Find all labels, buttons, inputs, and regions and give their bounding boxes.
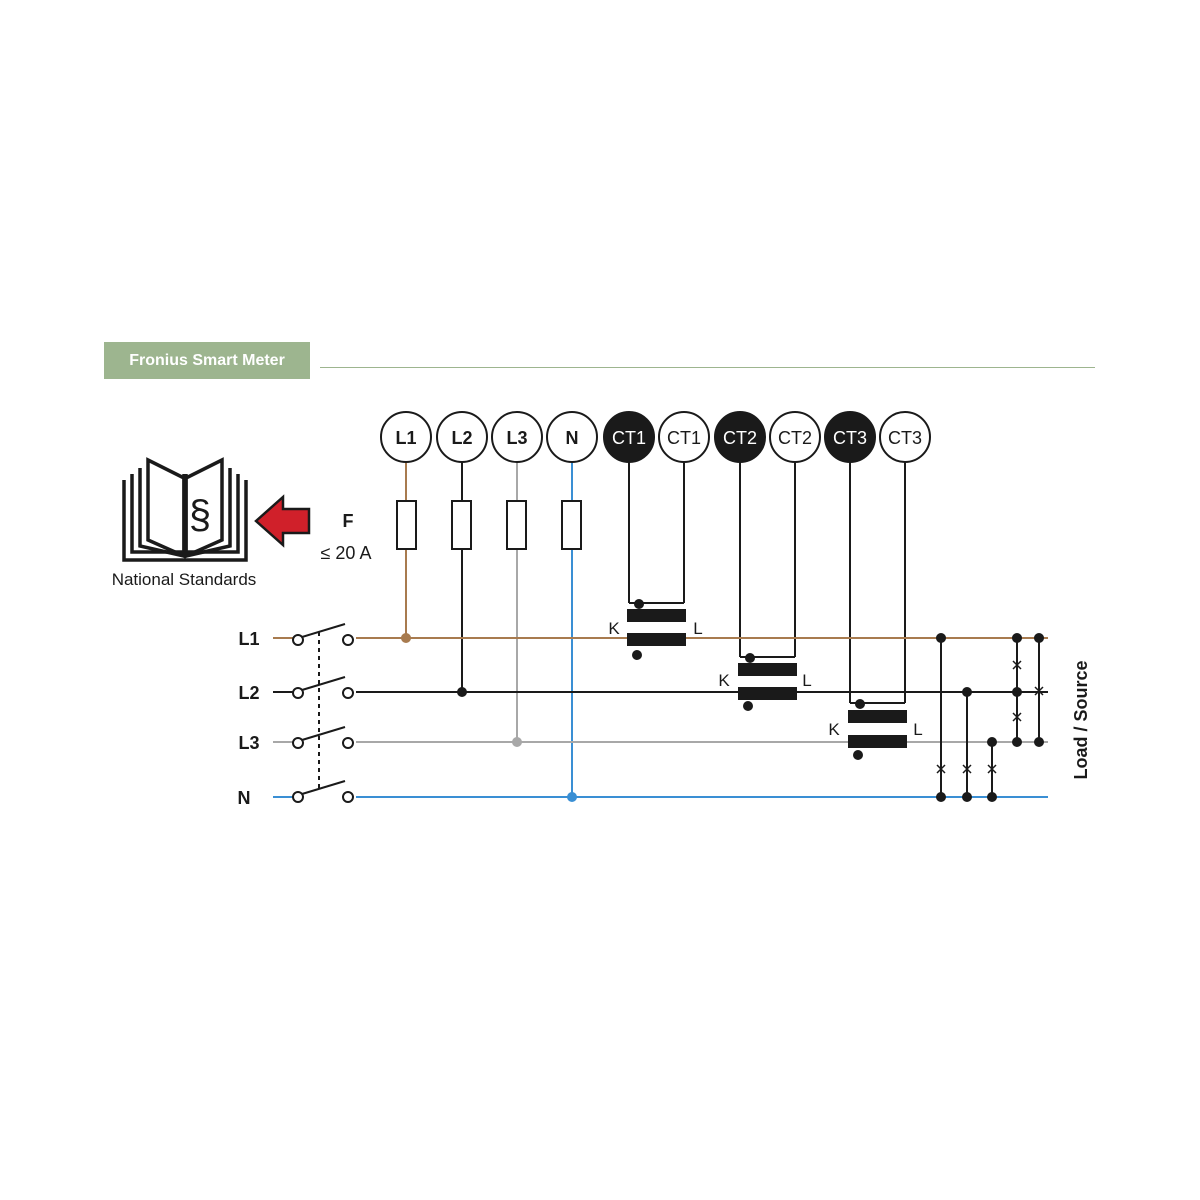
terminal-wires <box>405 462 906 797</box>
junction-l1 <box>401 633 411 643</box>
section-symbol: § <box>189 493 211 537</box>
terminal-ct2-k-label: CT2 <box>723 428 757 448</box>
header-title: Fronius Smart Meter <box>129 351 285 369</box>
ct3-k-label: K <box>828 720 840 739</box>
junction-n <box>567 792 577 802</box>
fuse-l2 <box>451 500 472 550</box>
ct2-l-label: L <box>802 671 811 690</box>
terminal-ct3-l: CT3 <box>879 411 931 463</box>
line-label-l2: L2 <box>238 683 259 703</box>
red-arrow-icon <box>254 494 311 548</box>
terminal-l3-label: L3 <box>506 428 527 448</box>
header-rule <box>320 367 1095 368</box>
ct3-l-label: L <box>913 720 922 739</box>
terminal-ct1-k: CT1 <box>603 411 655 463</box>
terminal-n-label: N <box>566 428 579 448</box>
terminal-ct3-k-label: CT3 <box>833 428 867 448</box>
terminal-ct3-l-label: CT3 <box>888 428 922 448</box>
ct2-k-label: K <box>718 671 730 690</box>
load-connections <box>940 638 1040 797</box>
fuse-l1 <box>396 500 417 550</box>
terminal-n: N <box>546 411 598 463</box>
fuse-rating: ≤ 20 A <box>321 543 372 563</box>
load-junction-dots <box>936 633 1044 802</box>
current-transformer-2: K L <box>718 653 812 711</box>
main-switch <box>292 623 356 805</box>
junction-dots <box>401 633 577 802</box>
fuse-n <box>561 500 582 550</box>
current-transformer-3: K L <box>828 699 923 760</box>
terminal-l3: L3 <box>491 411 543 463</box>
terminal-l2: L2 <box>436 411 488 463</box>
ct1-l-label: L <box>693 619 702 638</box>
header-badge: Fronius Smart Meter <box>104 342 310 379</box>
line-label-n: N <box>238 788 251 808</box>
current-transformer-1: K L <box>608 599 703 660</box>
terminal-strip: L1 L2 L3 N CT1 CT1 CT2 CT2 <box>380 411 931 463</box>
line-label-l3: L3 <box>238 733 259 753</box>
terminal-l1-label: L1 <box>395 428 416 448</box>
terminal-ct2-l: CT2 <box>769 411 821 463</box>
fuse-l3 <box>506 500 527 550</box>
terminal-ct2-l-label: CT2 <box>778 428 812 448</box>
ct1-k-label: K <box>608 619 620 638</box>
terminal-ct1-k-label: CT1 <box>612 428 646 448</box>
line-label-l1: L1 <box>238 629 259 649</box>
side-label: Load / Source <box>1071 660 1091 779</box>
bus-lines <box>273 637 1048 798</box>
terminal-ct1-l: CT1 <box>658 411 710 463</box>
book-label: National Standards <box>112 570 257 589</box>
terminal-l2-label: L2 <box>451 428 472 448</box>
junction-l2 <box>457 687 467 697</box>
fuses <box>396 500 582 550</box>
terminal-ct3-k: CT3 <box>824 411 876 463</box>
terminal-ct2-k: CT2 <box>714 411 766 463</box>
open-book-icon <box>122 457 248 562</box>
junction-l3 <box>512 737 522 747</box>
terminal-l1: L1 <box>380 411 432 463</box>
terminal-ct1-l-label: CT1 <box>667 428 701 448</box>
fuse-label: F <box>343 511 354 531</box>
load-contact-marks <box>936 660 1044 774</box>
